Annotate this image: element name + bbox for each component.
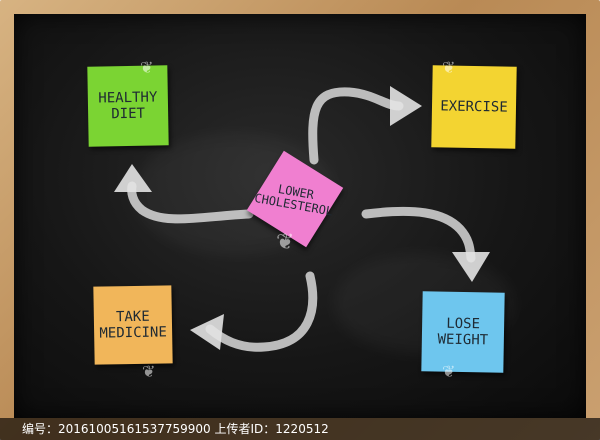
watermark-icon: ❦: [142, 362, 156, 381]
chalk-arrows: [114, 86, 490, 352]
arrow-to-exercise: [308, 87, 404, 165]
arrowhead-lose-weight: [452, 252, 490, 282]
arrowhead-healthy-diet: [114, 164, 152, 192]
note-exercise: EXERCISE: [431, 65, 517, 149]
watermark-icon: ❦: [442, 362, 456, 381]
watermark-icon: ❦: [276, 230, 295, 255]
arrowhead-take-medicine: [190, 314, 224, 350]
note-lose-weight: LOSE WEIGHT: [421, 291, 505, 373]
arrowhead-exercise: [390, 86, 422, 126]
arrow-to-take-medicine: [205, 271, 318, 352]
arrow-to-healthy-diet: [127, 181, 254, 224]
note-take-medicine: TAKE MEDICINE: [93, 285, 173, 365]
blackboard: HEALTHY DIET EXERCISE LOWER CHOLESTEROL …: [14, 14, 586, 418]
watermark-icon: ❦: [140, 58, 154, 77]
image-caption: 编号：20161005161537759900 上传者ID：1220512: [0, 418, 600, 440]
note-healthy-diet: HEALTHY DIET: [87, 65, 169, 147]
note-lower-cholesterol-label: LOWER CHOLESTEROL: [253, 182, 335, 219]
watermark-icon: ❦: [442, 58, 456, 77]
arrow-to-lose-weight: [361, 206, 476, 263]
